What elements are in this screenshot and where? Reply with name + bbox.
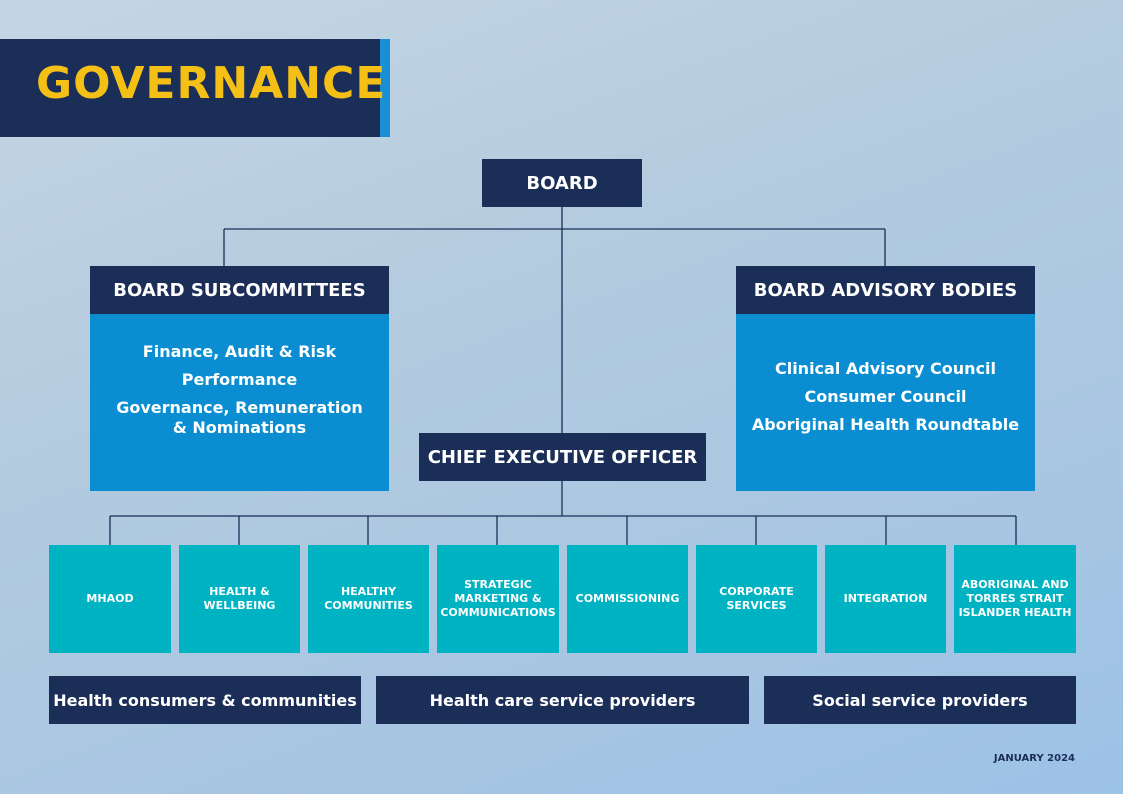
department-box: HEALTH & WELLBEING xyxy=(179,545,300,653)
subcommittee-item: Performance xyxy=(181,370,298,389)
advisory-item: Clinical Advisory Council xyxy=(774,359,997,378)
footer-box-social: Social service providers xyxy=(764,676,1076,724)
date-label: JANUARY 2024 xyxy=(993,753,1075,764)
footer-box-health-care: Health care service providers xyxy=(376,676,749,724)
department-box: HEALTHY COMMUNITIES xyxy=(308,545,429,653)
advisory-item: Aboriginal Health Roundtable xyxy=(751,415,1020,434)
subcommittee-item: Governance, Remuneration & Nominations xyxy=(116,398,363,437)
title-accent-bar xyxy=(380,39,390,137)
department-box: STRATEGIC MARKETING & COMMUNICATIONS xyxy=(437,545,559,653)
advisory-panel: Clinical Advisory Council Consumer Counc… xyxy=(736,314,1035,491)
advisory-header: BOARD ADVISORY BODIES xyxy=(736,266,1035,314)
department-box: INTEGRATION xyxy=(825,545,946,653)
department-box: CORPORATE SERVICES xyxy=(696,545,817,653)
department-box: MHAOD xyxy=(49,545,171,653)
subcommittee-item: Finance, Audit & Risk xyxy=(142,342,337,361)
board-box: BOARD xyxy=(482,159,642,207)
advisory-item: Consumer Council xyxy=(804,387,967,406)
department-box: ABORIGINAL AND TORRES STRAIT ISLANDER HE… xyxy=(954,545,1076,653)
title-banner xyxy=(0,39,390,137)
subcommittees-header: BOARD SUBCOMMITTEES xyxy=(90,266,389,314)
department-box: COMMISSIONING xyxy=(567,545,688,653)
footer-box-consumers: Health consumers & communities xyxy=(49,676,361,724)
page-title: GOVERNANCE xyxy=(36,58,387,109)
ceo-box: CHIEF EXECUTIVE OFFICER xyxy=(419,433,706,481)
subcommittees-panel: Finance, Audit & Risk Performance Govern… xyxy=(90,314,389,491)
